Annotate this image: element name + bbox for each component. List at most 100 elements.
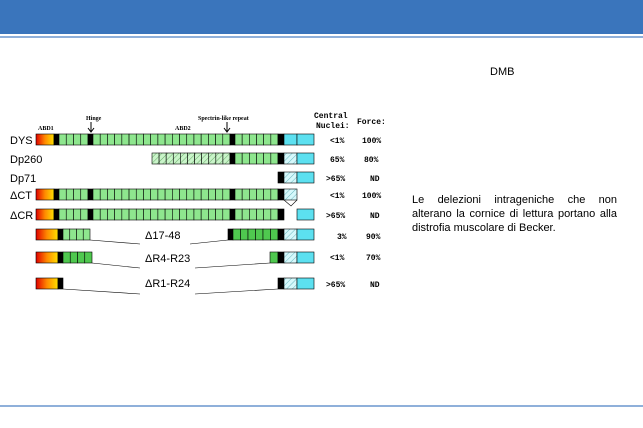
spectrin-repeat bbox=[143, 208, 151, 221]
hinge-block bbox=[229, 188, 236, 201]
ct-domain bbox=[296, 171, 315, 184]
hinge-block bbox=[57, 277, 64, 290]
spectrin-repeat bbox=[241, 152, 250, 165]
ct-domain bbox=[296, 228, 315, 241]
slide-caption: Le delezioni intrageniche che non altera… bbox=[412, 194, 617, 234]
spectrin-repeat bbox=[150, 188, 159, 201]
row-label-dct: ΔCT bbox=[10, 190, 32, 202]
spectrin-repeat bbox=[92, 188, 101, 201]
spectrin-repeat bbox=[128, 208, 137, 221]
spectrin-repeat bbox=[135, 133, 144, 146]
slide-title: DMB bbox=[490, 66, 515, 78]
row-nuclei-d17-48: 3% bbox=[337, 233, 347, 242]
row-label-dp260: Dp260 bbox=[10, 154, 42, 166]
spectrin-repeat bbox=[215, 133, 224, 146]
cr-domain bbox=[277, 208, 285, 221]
ct-domain bbox=[296, 277, 315, 290]
spectrin-repeat-hatched bbox=[187, 152, 195, 165]
spectrin-repeat bbox=[222, 133, 231, 146]
spectrin-repeat bbox=[121, 133, 130, 146]
spectrin-repeat bbox=[80, 188, 89, 201]
hinge-block bbox=[87, 208, 94, 221]
row-nuclei-dcr: >65% bbox=[326, 212, 345, 221]
deletion-line bbox=[91, 262, 271, 269]
spectrin-repeat bbox=[99, 208, 108, 221]
spectrin-repeat bbox=[65, 133, 74, 146]
hinge-block bbox=[227, 228, 234, 241]
hinge-block bbox=[87, 133, 94, 146]
spectrin-repeat bbox=[114, 188, 123, 201]
row-nuclei-dct: <1% bbox=[330, 192, 345, 201]
spectrin-repeat bbox=[234, 188, 243, 201]
spectrin-repeat bbox=[179, 208, 188, 221]
spectrin-repeat-hatched bbox=[201, 152, 210, 165]
spectrin-repeat-hatched bbox=[165, 152, 174, 165]
spectrin-repeat bbox=[208, 208, 216, 221]
spectrin-repeat bbox=[270, 228, 279, 241]
spectrin-repeat bbox=[215, 208, 224, 221]
spectrin-repeat bbox=[172, 188, 180, 201]
spectrin-repeat bbox=[99, 188, 108, 201]
spectrin-repeat bbox=[164, 133, 173, 146]
cr-region bbox=[283, 228, 298, 241]
row-nuclei-dr4-r23: <1% bbox=[330, 254, 345, 263]
spectrin-repeat bbox=[164, 208, 173, 221]
spectrin-repeat bbox=[80, 133, 89, 146]
cr-region bbox=[283, 152, 298, 165]
ct-domain bbox=[296, 208, 315, 221]
row-force-dr4-r23: 70% bbox=[366, 254, 381, 263]
spectrin-repeat bbox=[240, 228, 249, 241]
spectrin-repeat bbox=[208, 188, 216, 201]
hinge-block bbox=[53, 133, 60, 146]
spectrin-repeat bbox=[249, 133, 257, 146]
row-force-dcr: ND bbox=[370, 212, 380, 221]
cr-domain bbox=[277, 228, 285, 241]
cr-domain bbox=[277, 133, 285, 146]
deletion-line bbox=[62, 288, 279, 295]
spectrin-repeat bbox=[143, 133, 151, 146]
spectrin-repeat bbox=[150, 133, 159, 146]
cr-domain bbox=[277, 188, 285, 201]
spectrin-repeat bbox=[241, 188, 250, 201]
spectrin-repeat bbox=[172, 208, 180, 221]
cr-region bbox=[283, 277, 298, 290]
spectrin-repeat bbox=[92, 208, 101, 221]
spectrin-repeat bbox=[65, 188, 74, 201]
spectrin-repeat bbox=[234, 208, 243, 221]
row-nuclei-dp71: >65% bbox=[326, 175, 345, 184]
abd1-domain bbox=[35, 208, 55, 221]
spectrin-repeat bbox=[157, 188, 166, 201]
spectrin-repeat bbox=[270, 208, 279, 221]
spectrin-repeat bbox=[62, 228, 71, 241]
spectrin-repeat bbox=[82, 228, 91, 241]
row-nuclei-dys: <1% bbox=[330, 137, 345, 146]
hinge-block bbox=[57, 251, 64, 264]
deletion-line bbox=[89, 239, 229, 245]
spectrin-repeat bbox=[128, 188, 137, 201]
spectrin-repeat bbox=[69, 251, 78, 264]
spectrin-repeat bbox=[135, 208, 144, 221]
spectrin-repeat-hatched bbox=[194, 152, 202, 165]
spectrin-repeat bbox=[270, 188, 279, 201]
spectrin-repeat bbox=[232, 228, 241, 241]
spectrin-repeat bbox=[234, 133, 243, 146]
dystrophin-deletion-diagram: ABD1 Hinge ABD2 Spectrin-like repeat Cen… bbox=[10, 112, 386, 295]
spectrin-repeat bbox=[262, 228, 271, 241]
row-force-d17-48: 90% bbox=[366, 233, 381, 242]
spectrin-repeat bbox=[179, 133, 188, 146]
row-nuclei-dp260: 65% bbox=[330, 156, 345, 165]
spectrin-repeat bbox=[270, 133, 279, 146]
spectrin-repeat bbox=[121, 208, 130, 221]
hinge-block bbox=[229, 208, 236, 221]
deletion-line bbox=[283, 199, 298, 207]
cr-region bbox=[283, 251, 298, 264]
spectrin-repeat bbox=[107, 188, 115, 201]
spectrin-repeat bbox=[263, 208, 272, 221]
spectrin-repeat bbox=[222, 188, 231, 201]
spectrin-repeat-hatched bbox=[172, 152, 181, 165]
spectrin-repeat bbox=[270, 152, 279, 165]
spectrin-repeat bbox=[263, 152, 272, 165]
spectrin-repeat bbox=[92, 133, 101, 146]
spectrin-repeat bbox=[73, 208, 82, 221]
spectrin-repeat bbox=[193, 133, 202, 146]
